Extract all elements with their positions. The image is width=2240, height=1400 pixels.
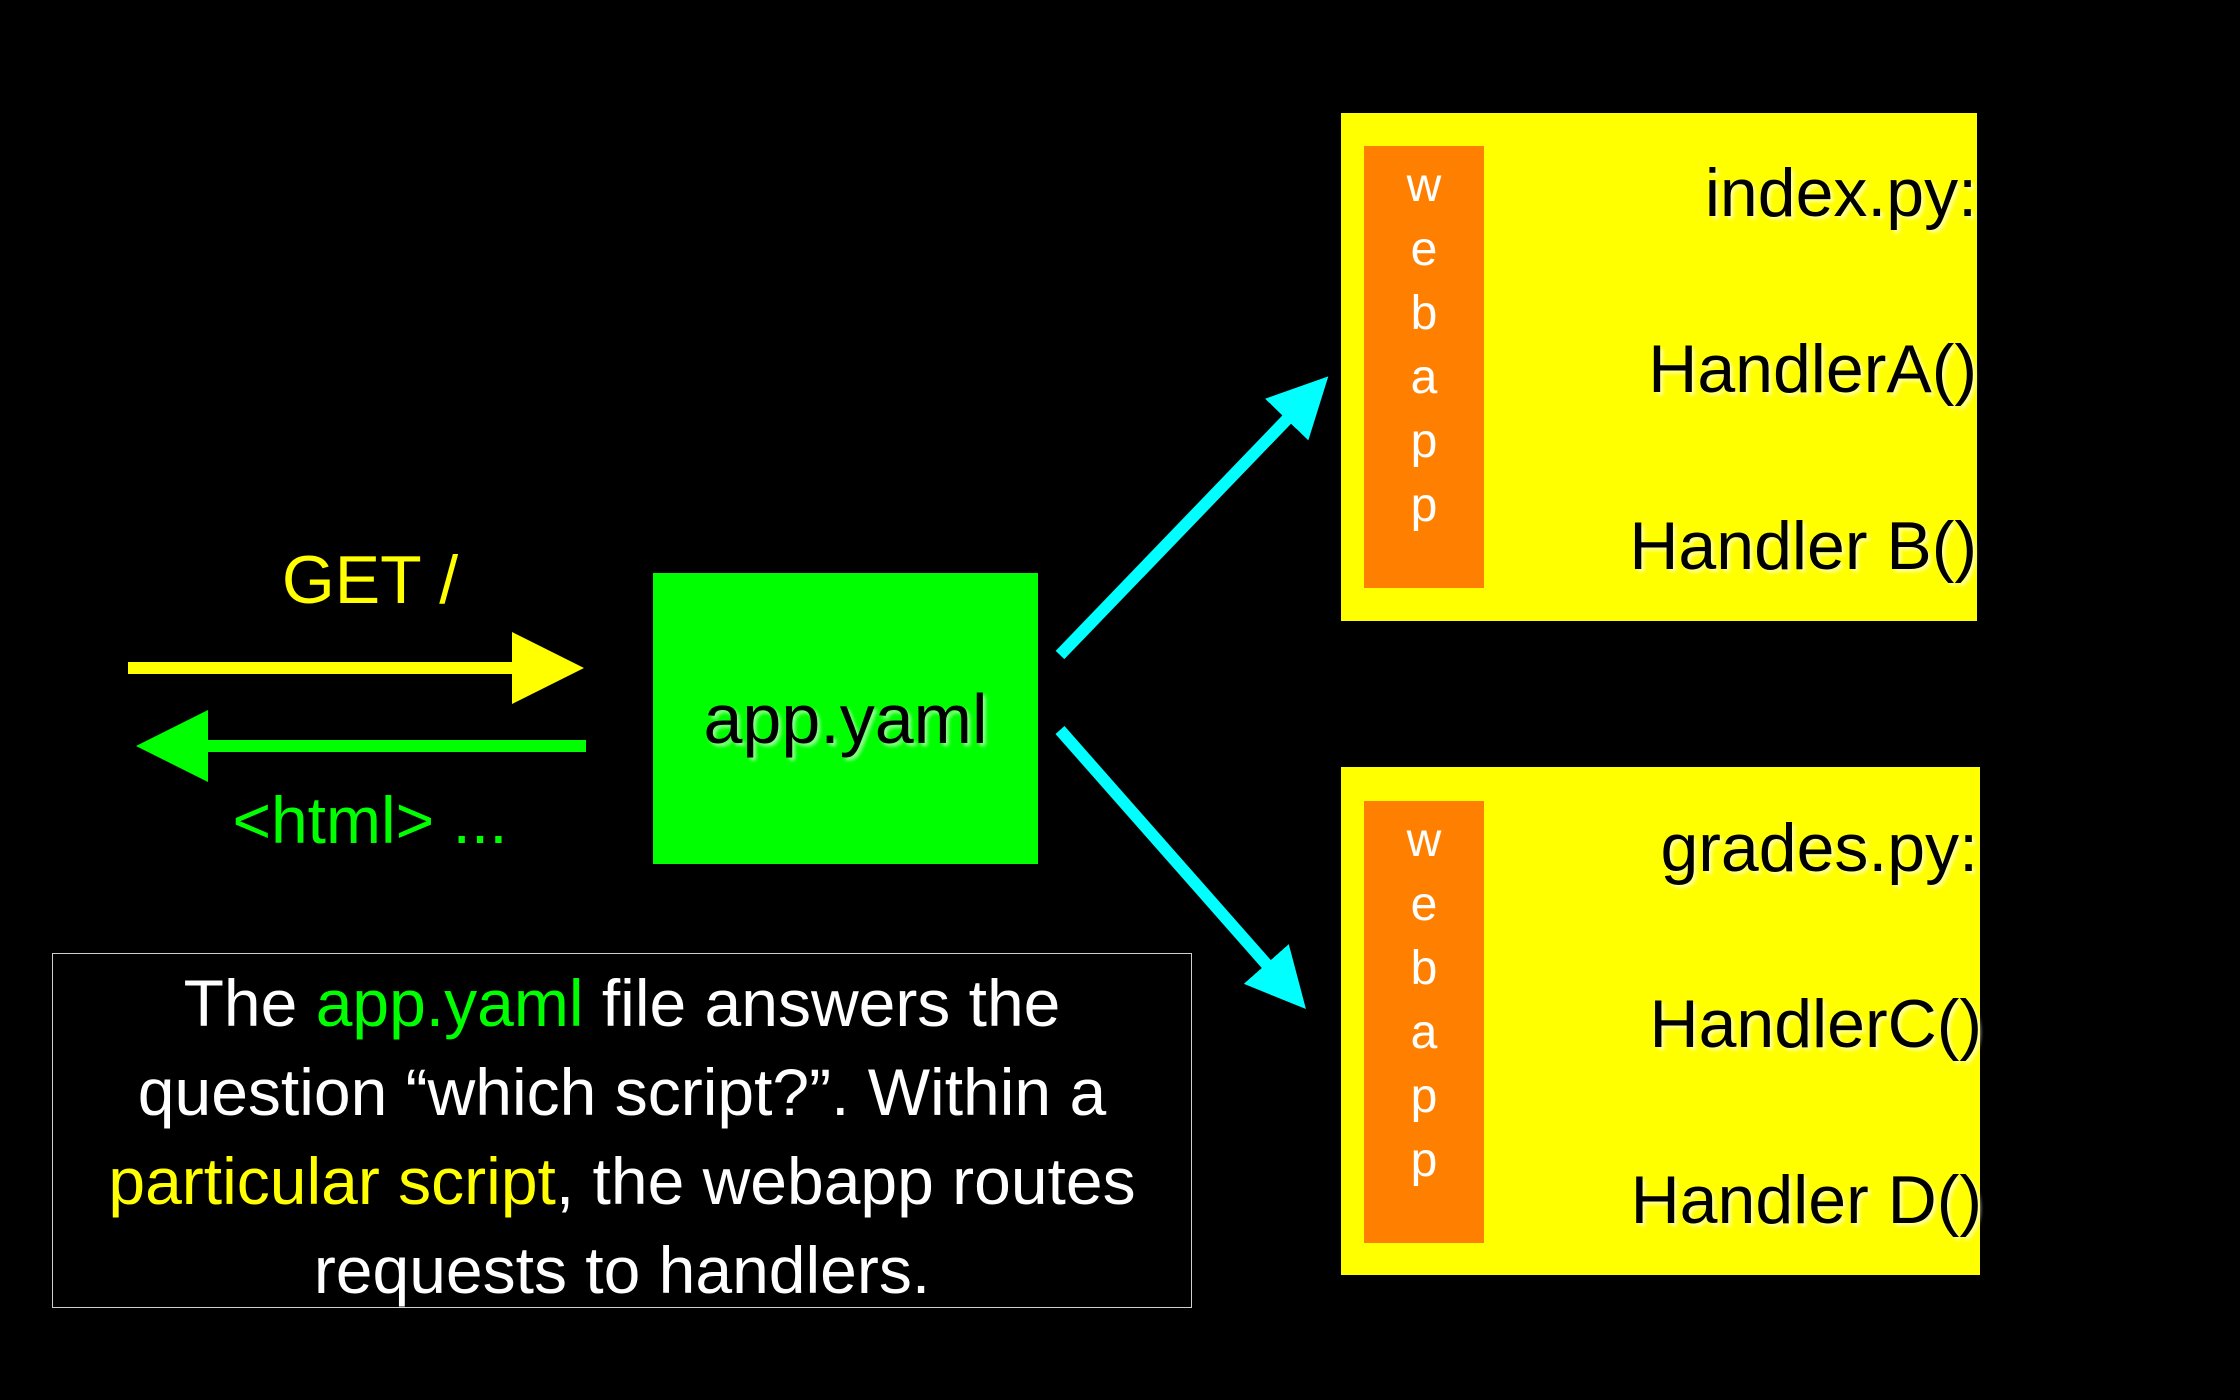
caption-highlight-app-yaml: app.yaml xyxy=(315,966,584,1040)
handler-d-label: Handler D() xyxy=(1630,1162,1982,1238)
handler-c-label: HandlerC() xyxy=(1649,986,1982,1062)
webapp-letter: p xyxy=(1410,1070,1438,1123)
webapp-letter: a xyxy=(1410,1006,1438,1059)
webapp-letter: e xyxy=(1410,223,1438,276)
caption-text-2: file answers the question “which script?… xyxy=(137,966,1107,1129)
response-label: <html> ... xyxy=(232,783,508,857)
request-label: GET / xyxy=(281,542,459,618)
caption-text-1: The xyxy=(183,966,316,1040)
webapp-letter: w xyxy=(1406,159,1442,212)
webapp-letter: w xyxy=(1406,814,1442,867)
webapp-bar-index: w e b a p p xyxy=(1364,146,1484,588)
caption-box: The app.yaml file answers the question “… xyxy=(52,953,1192,1308)
webapp-bar-grades: w e b a p p xyxy=(1364,801,1484,1243)
app-yaml-label: app.yaml xyxy=(703,679,988,758)
script-filename-grades: grades.py: xyxy=(1660,810,1978,886)
webapp-letter: b xyxy=(1410,287,1438,340)
webapp-letter: b xyxy=(1410,942,1438,995)
webapp-letter: a xyxy=(1410,351,1438,404)
route-arrow-index xyxy=(1055,376,1329,660)
route-arrow-grades xyxy=(1055,726,1306,1010)
handler-a-label: HandlerA() xyxy=(1648,331,1977,407)
webapp-letter: p xyxy=(1410,479,1438,532)
script-filename-index: index.py: xyxy=(1704,155,1977,231)
webapp-letter: p xyxy=(1410,1134,1438,1187)
caption-text-3: , the webapp routes requests to handlers… xyxy=(313,1144,1136,1307)
handler-b-label: Handler B() xyxy=(1629,508,1977,584)
caption-highlight-particular-script: particular script xyxy=(108,1144,556,1218)
webapp-letter: p xyxy=(1410,415,1438,468)
webapp-letter: e xyxy=(1410,878,1438,931)
app-yaml-box: app.yaml xyxy=(653,573,1038,864)
